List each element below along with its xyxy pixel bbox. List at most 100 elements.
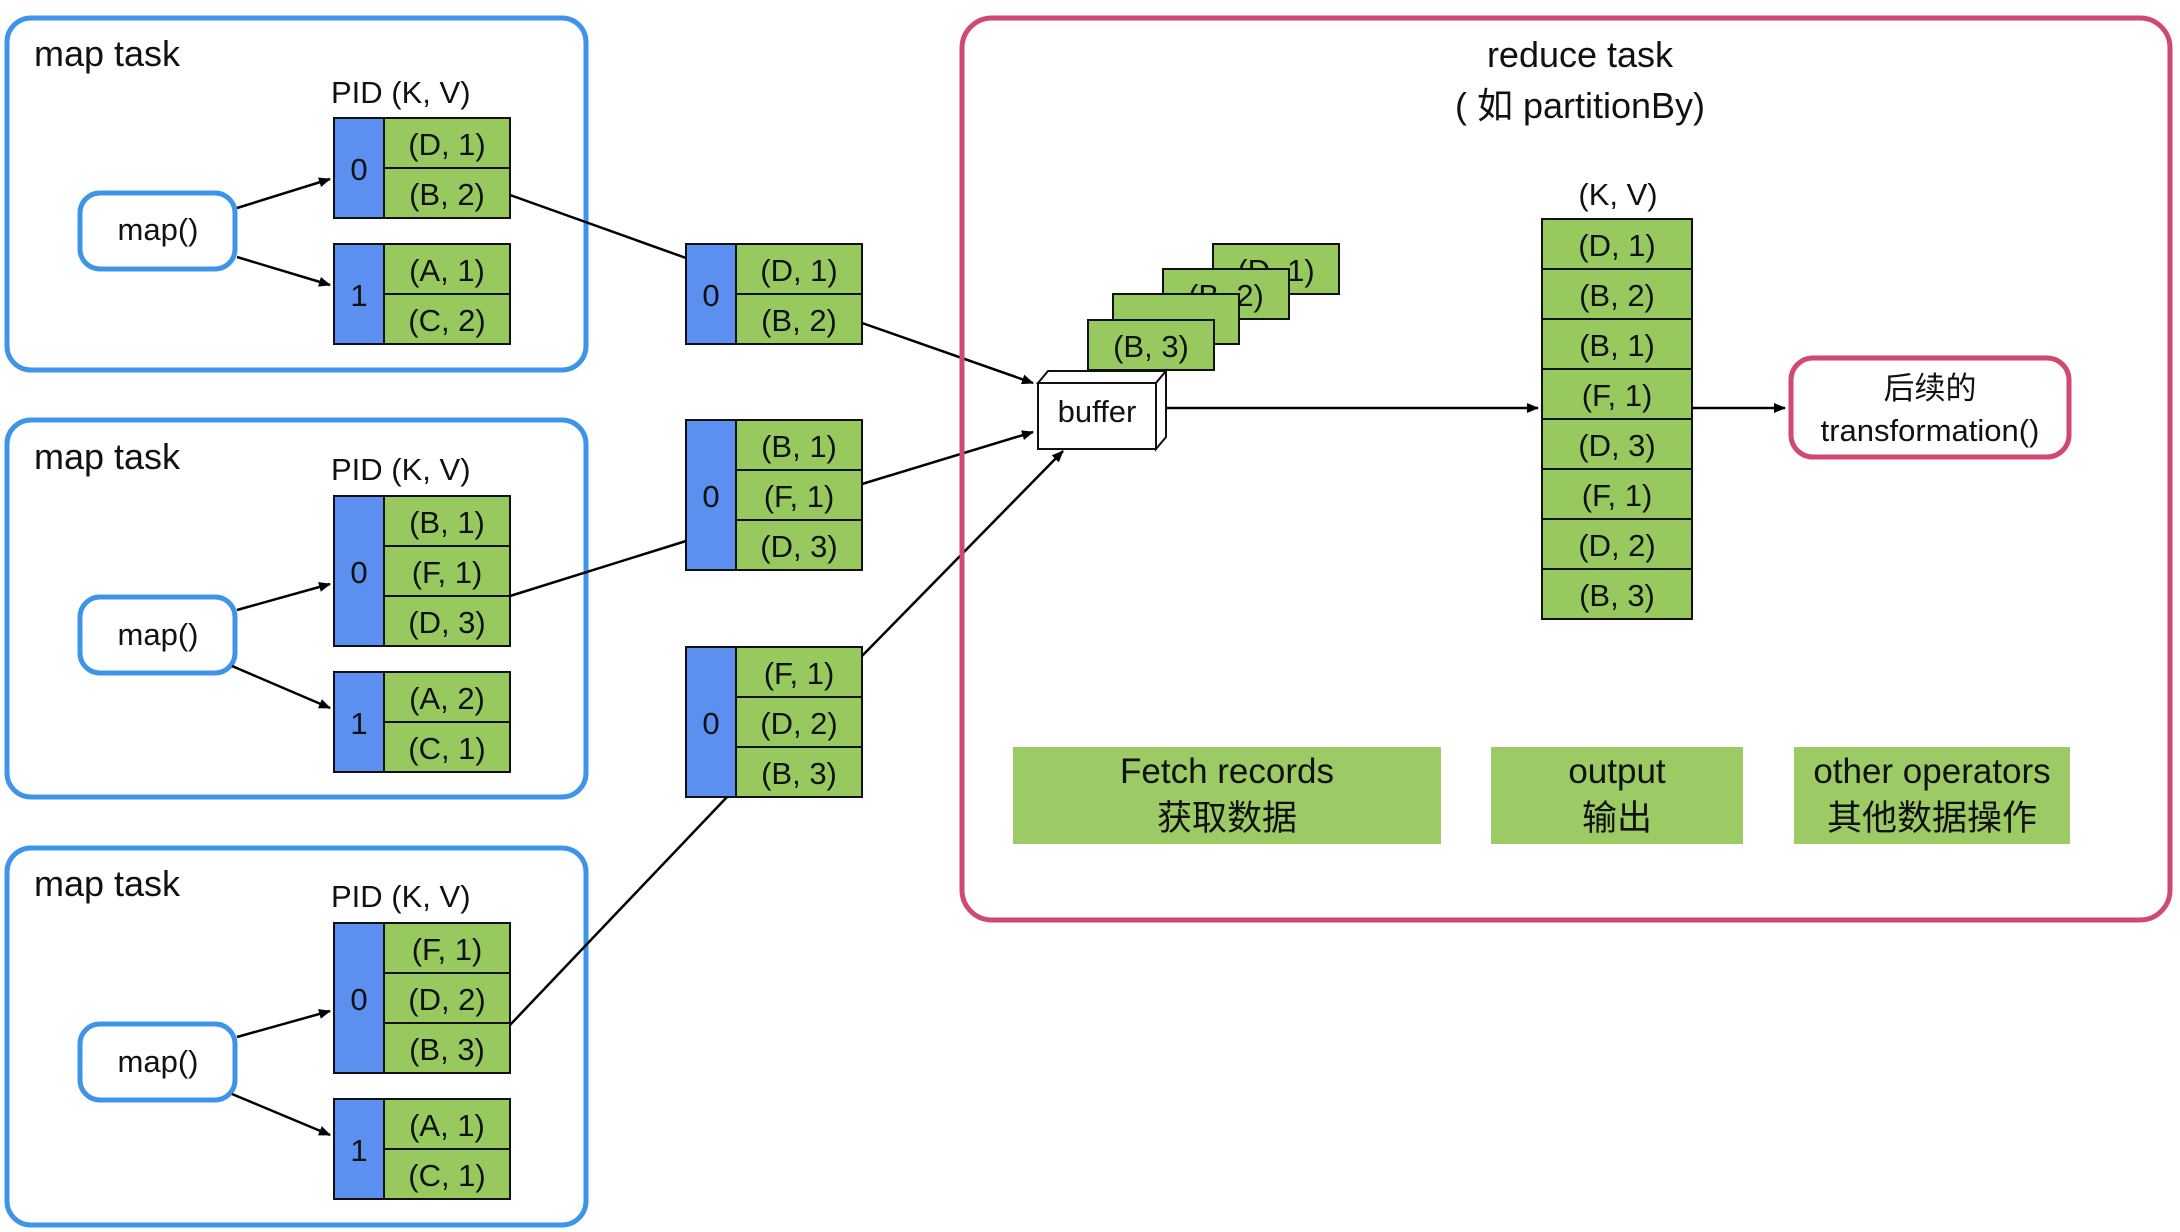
- map-task-frame: [4, 417, 589, 800]
- buffer-label: buffer: [1058, 394, 1137, 429]
- legend-fetch: Fetch records 获取数据: [1013, 747, 1441, 844]
- record-cell: [735, 519, 863, 571]
- record-cell: [383, 495, 511, 547]
- record-cell: [383, 922, 511, 974]
- output-kv-header: (K, V): [1578, 177, 1657, 212]
- record-cell: [383, 1098, 511, 1150]
- record-cell: [735, 746, 863, 798]
- map-function-box: [77, 1021, 238, 1103]
- map-function-label: map(): [118, 617, 199, 652]
- partition-0: 0 (B, 1) (F, 1) (D, 3): [333, 495, 511, 647]
- record-cell: [383, 167, 511, 219]
- fetch-arrow: [861, 321, 1034, 385]
- legend-box: [1013, 747, 1441, 844]
- record-label: (F, 1): [412, 932, 483, 967]
- pid-label: 1: [350, 278, 367, 313]
- record-cell: [735, 419, 863, 471]
- shuffle-line: [509, 796, 728, 1026]
- record-label: (B, 1): [761, 429, 837, 464]
- reduce-task-title: reduce task: [1487, 34, 1674, 75]
- legend-box: [1491, 747, 1743, 844]
- record-cell: [383, 243, 511, 295]
- record-label: (D, 3): [408, 605, 486, 640]
- record-cell: [383, 671, 511, 723]
- map-to-partition-arrow: [236, 1009, 331, 1039]
- record-label: (F, 1): [412, 555, 483, 590]
- record-label: (D, 2): [408, 982, 486, 1017]
- output-record-label: (B, 1): [1579, 328, 1655, 363]
- record-cell: [383, 1148, 511, 1200]
- partition-1: 1 (A, 1) (C, 1): [333, 1098, 511, 1200]
- pid-label: 0: [350, 982, 367, 1017]
- record-cell: [383, 595, 511, 647]
- map-function-box: [77, 594, 238, 676]
- pid-cell: [333, 243, 385, 345]
- pid-cell: [333, 495, 385, 647]
- pid-kv-header: PID (K, V): [331, 879, 471, 914]
- partition-1: 1 (A, 1) (C, 2): [333, 243, 511, 345]
- pid-cell: [333, 671, 385, 773]
- pid-cell: [685, 646, 737, 798]
- legend-line1: other operators: [1813, 752, 2050, 791]
- buffer-box: buffer: [1035, 368, 1169, 452]
- record-label: (D, 1): [760, 253, 838, 288]
- output-record-cell: [1541, 418, 1693, 470]
- output-record-cell: [1541, 468, 1693, 520]
- record-cell: [383, 293, 511, 345]
- reduce-task-subtitle: ( 如 partitionBy): [1455, 85, 1705, 126]
- output-record-label: (D, 1): [1578, 228, 1656, 263]
- map-task-frame: [4, 15, 589, 373]
- record-cell: [383, 1022, 511, 1074]
- pid-label: 0: [702, 706, 719, 741]
- legend-line2: 获取数据: [1157, 799, 1297, 838]
- pid-cell: [333, 117, 385, 219]
- map-function-label: map(): [118, 1044, 199, 1079]
- next-transformation-line2: transformation(): [1821, 413, 2040, 448]
- output-records: (D, 1) (B, 2) (B, 1) (F, 1) (D, 3) (F, 1…: [1541, 218, 1693, 620]
- output-record-cell: [1541, 268, 1693, 320]
- legend-line1: Fetch records: [1120, 752, 1334, 791]
- pid-cell: [685, 419, 737, 571]
- shuffled-partition-3: 0 (F, 1) (D, 2) (B, 3): [685, 646, 863, 798]
- pid-label: 0: [702, 278, 719, 313]
- legend-other-operators: other operators 其他数据操作: [1794, 747, 2070, 844]
- record-cell: [383, 545, 511, 597]
- record-cell: [735, 696, 863, 748]
- record-label: (A, 1): [409, 253, 485, 288]
- fetch-arrow: [861, 430, 1034, 486]
- pid-label: 1: [350, 706, 367, 741]
- map-task-title: map task: [34, 863, 181, 904]
- record-label: (F, 1): [764, 479, 835, 514]
- map-function-box: [77, 190, 238, 272]
- reduce-task-frame: [959, 15, 2173, 923]
- pid-cell: [333, 922, 385, 1074]
- output-record-label: (D, 3): [1578, 428, 1656, 463]
- map-task-2: map task PID (K, V) map() 0 (B, 1) (F, 1…: [4, 417, 589, 800]
- record-label: (C, 1): [408, 1158, 486, 1193]
- output-record-cell: [1541, 568, 1693, 620]
- output-record-cell: [1541, 318, 1693, 370]
- record-label: (C, 2): [408, 303, 486, 338]
- partition-0: 0 (F, 1) (D, 2) (B, 3): [333, 922, 511, 1074]
- record-label: (B, 3): [409, 1032, 485, 1067]
- legend-line2: 输出: [1582, 799, 1652, 838]
- pid-label: 0: [702, 479, 719, 514]
- next-transformation-box: [1788, 355, 2072, 460]
- fetched-record-stack: (D, 1) (B, 2) (B, 3): [1087, 243, 1340, 371]
- buffer-front-face: [1037, 382, 1157, 450]
- record-label: (A, 1): [409, 1108, 485, 1143]
- reduce-task: reduce task ( 如 partitionBy) (D, 1) (B, …: [959, 15, 2173, 923]
- pid-kv-header: PID (K, V): [331, 452, 471, 487]
- map-to-partition-arrow: [236, 255, 331, 287]
- map-to-partition-arrow: [236, 582, 331, 612]
- output-record-label: (F, 1): [1582, 378, 1653, 413]
- output-record-label: (B, 2): [1579, 278, 1655, 313]
- map-task-3: map task PID (K, V) map() 0 (F, 1) (D, 2…: [4, 845, 589, 1228]
- pid-label: 1: [350, 1133, 367, 1168]
- output-record-cell: [1541, 218, 1693, 270]
- record-label: (B, 2): [409, 177, 485, 212]
- shuffled-partition-2: 0 (B, 1) (F, 1) (D, 3): [685, 419, 863, 571]
- legend-line2: 其他数据操作: [1827, 799, 2037, 838]
- next-transformation-line1: 后续的: [1884, 371, 1977, 406]
- map-function-label: map(): [118, 212, 199, 247]
